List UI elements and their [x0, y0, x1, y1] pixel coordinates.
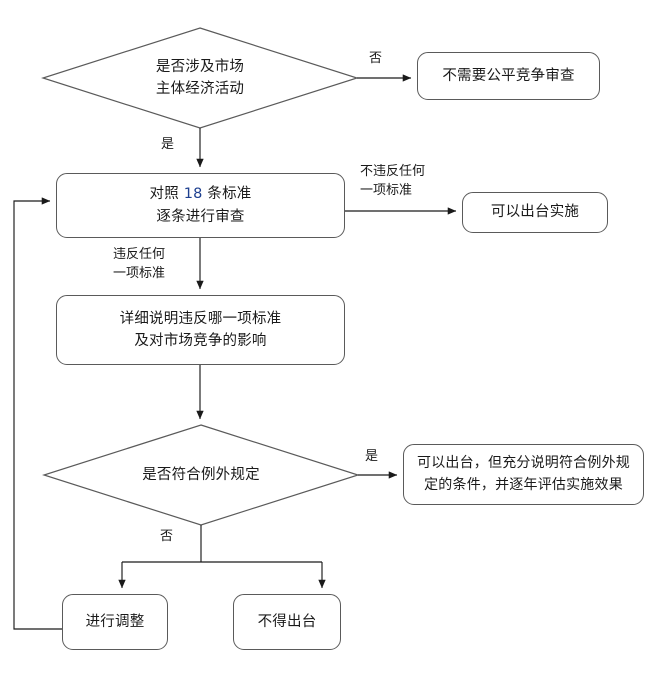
review-18-text: 对照 18 条标准 逐条进行审查	[150, 183, 252, 228]
edge-label-exception-no: 否	[160, 529, 174, 544]
edge-label-violation: 违反任何 一项标准	[113, 247, 166, 281]
node-can-issue[interactable]: 可以出台实施	[462, 192, 608, 233]
node-explain-violation[interactable]: 详细说明违反哪一项标准 及对市场竞争的影响	[56, 295, 345, 365]
review-18-number: 18	[183, 186, 203, 203]
edge-feedback-loop	[13, 197, 62, 630]
node-no-review-needed[interactable]: 不需要公平竞争审查	[417, 52, 600, 100]
review-18-prefix: 对照	[149, 186, 184, 203]
node-issue-with-conditions[interactable]: 可以出台，但充分说明符合例外规 定的条件，并逐年评估实施效果	[403, 444, 644, 505]
edge-label-market-no: 否	[369, 51, 383, 66]
decision-exception-shape	[42, 424, 360, 526]
edge-label-market-yes: 是	[161, 137, 175, 152]
node-not-allowed[interactable]: 不得出台	[233, 594, 341, 650]
edge-label-exception-yes: 是	[365, 449, 379, 464]
node-review-18-standards[interactable]: 对照 18 条标准 逐条进行审查	[56, 173, 345, 238]
node-adjust[interactable]: 进行调整	[62, 594, 168, 650]
decision-market-shape	[41, 27, 359, 129]
edge-label-no-violation: 不违反任何 一项标准	[360, 164, 426, 198]
review-18-suffix: 条标准 逐条进行审查	[156, 186, 252, 225]
